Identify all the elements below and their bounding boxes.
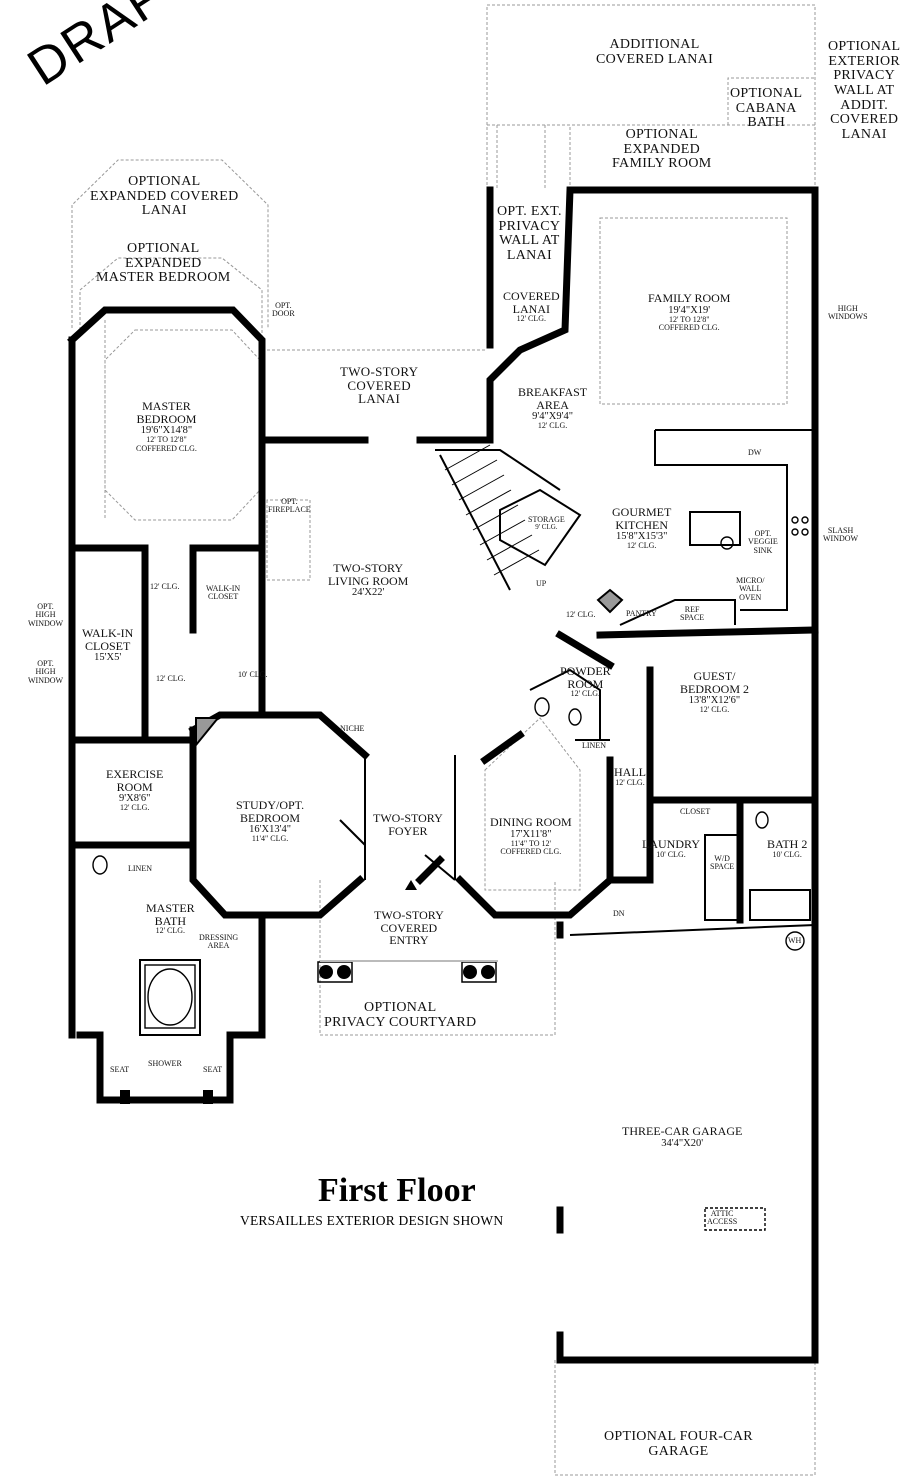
label-shower: SHOWER xyxy=(148,1059,182,1068)
label-niche: NICHE xyxy=(340,724,365,733)
label-walk-in-closet-small: WALK-IN CLOSET xyxy=(206,584,241,602)
label-dw: DW xyxy=(748,448,762,457)
posts xyxy=(195,588,624,748)
label-ten-clg: 10' CLG. xyxy=(238,670,268,679)
label-hall-clg-upper: 12' CLG. xyxy=(150,582,180,591)
label-high-windows: HIGH WINDOWS xyxy=(828,304,868,322)
label-closet: CLOSET xyxy=(680,807,711,816)
walls xyxy=(67,186,819,1364)
label-optional-expanded-covered-lanai: OPTIONAL EXPANDED COVERED LANAI xyxy=(90,174,239,219)
label-hall-clg-mid: 12' CLG. xyxy=(156,674,186,683)
label-linen-lower: LINEN xyxy=(128,864,152,873)
columns xyxy=(120,880,498,1104)
label-opt-high-window-2: OPT. HIGH WINDOW xyxy=(28,659,64,685)
label-opt-high-window-1: OPT. HIGH WINDOW xyxy=(28,602,64,628)
label-foyer-clg: 12' CLG. xyxy=(566,610,596,619)
plan-title: First Floor xyxy=(318,1172,476,1209)
label-seat-left: SEAT xyxy=(110,1065,130,1074)
fixtures xyxy=(92,516,809,1231)
label-two-story-covered-lanai: TWO-STORY COVERED LANAI xyxy=(340,364,419,407)
label-micro-wall-oven: MICRO/ WALL OVEN xyxy=(736,576,765,602)
label-wh: WH xyxy=(788,936,802,945)
label-linen-upper: LINEN xyxy=(582,741,606,750)
label-opt-door: OPT. DOOR xyxy=(272,301,295,319)
label-seat-right: SEAT xyxy=(203,1065,223,1074)
label-wd-space: W/D SPACE xyxy=(710,854,735,872)
label-two-story-foyer: TWO-STORY FOYER xyxy=(373,811,443,838)
label-additional-covered-lanai: ADDITIONAL COVERED LANAI xyxy=(596,37,714,67)
label-opt-ext-privacy-wall-at-lanai: OPT. EXT. PRIVACY WALL AT LANAI xyxy=(497,204,562,264)
optional-area-outlines xyxy=(71,4,816,1476)
label-attic-access: ATTIC ACCESS xyxy=(707,1209,738,1227)
label-optional-expanded-family-room: OPTIONAL EXPANDED FAMILY ROOM xyxy=(612,127,712,172)
plan-subtitle: VERSAILLES EXTERIOR DESIGN SHOWN xyxy=(240,1213,504,1228)
label-ref-space: REF SPACE xyxy=(680,605,705,623)
label-optional-cabana-bath: OPTIONAL CABANA BATH xyxy=(730,86,803,131)
label-dn: DN xyxy=(613,909,625,918)
interior-lines xyxy=(139,429,816,1036)
label-dressing-area: DRESSING AREA xyxy=(199,933,239,951)
label-opt-veggie-sink: OPT. VEGGIE SINK xyxy=(748,529,778,555)
label-optional-four-car-garage: OPTIONAL FOUR-CAR GARAGE xyxy=(604,1429,753,1459)
label-two-story-covered-entry: TWO-STORY COVERED ENTRY xyxy=(374,908,444,948)
label-up: UP xyxy=(536,579,547,588)
label-optional-exterior-privacy-wall: OPTIONAL EXTERIOR PRIVACY WALL AT ADDIT.… xyxy=(828,39,901,143)
label-optional-privacy-courtyard: OPTIONAL PRIVACY COURTYARD xyxy=(324,1000,477,1030)
stairs xyxy=(444,444,540,576)
label-pantry: PANTRY xyxy=(626,609,657,618)
label-slash-window: SLASH WINDOW xyxy=(823,526,859,544)
label-optional-expanded-master-bedroom: OPTIONAL EXPANDED MASTER BEDROOM xyxy=(96,241,231,286)
label-opt-fireplace: OPT. FIREPLACE xyxy=(268,497,311,515)
